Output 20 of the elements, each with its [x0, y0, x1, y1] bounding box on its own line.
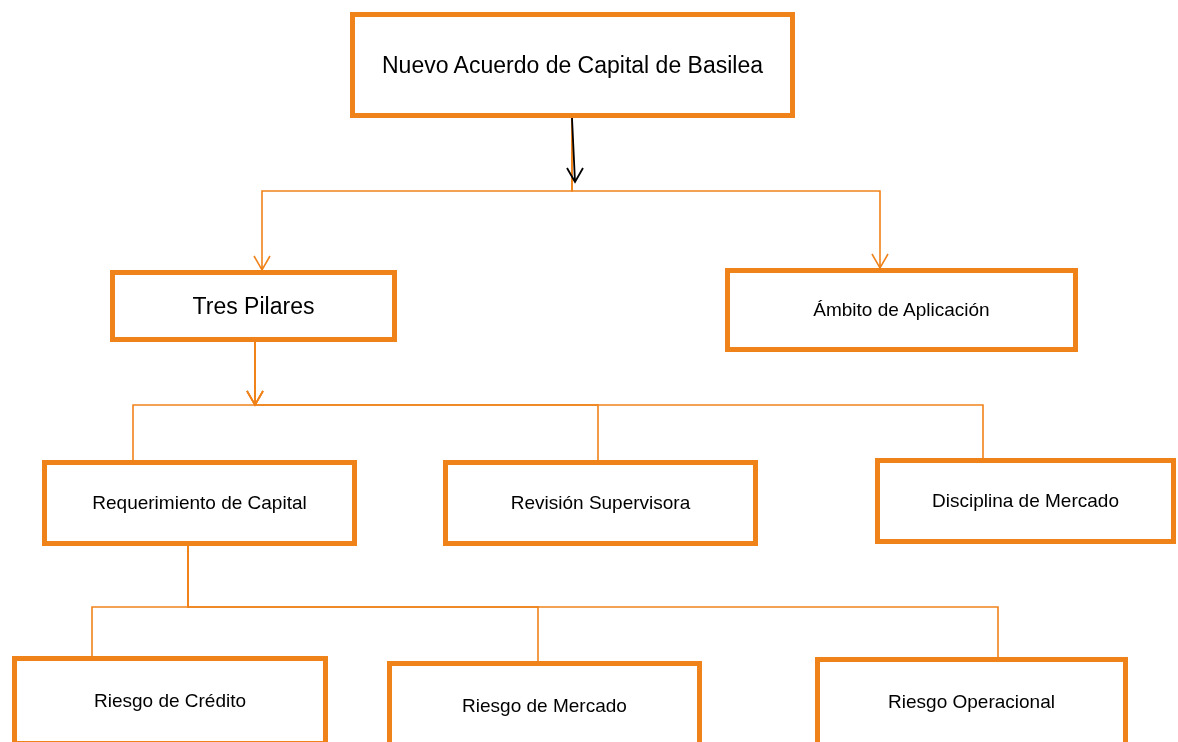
- box-label: Riesgo de Crédito: [93, 689, 247, 713]
- connector-arrow: [246, 341, 984, 459]
- box-label: Ámbito de Aplicación: [813, 298, 990, 322]
- box-label: Tres Pilares: [192, 291, 315, 321]
- process-box: [815, 657, 1128, 742]
- process-box: [387, 661, 702, 742]
- process-box: [443, 460, 758, 546]
- box-label: Riesgo Operacional: [888, 690, 1055, 714]
- box-label: Revisión Supervisora: [510, 491, 691, 515]
- arrow: [566, 117, 584, 184]
- process-box: [110, 270, 397, 342]
- box-label: Riesgo de Mercado: [462, 694, 627, 718]
- box-label: Disciplina de Mercado: [932, 489, 1119, 513]
- box-label: Requerimiento de Capital: [92, 491, 307, 515]
- process-box: [350, 12, 795, 118]
- process-box: [725, 268, 1078, 352]
- box-label: Nuevo Acuerdo de Capital de Basilea: [382, 50, 763, 80]
- process-box: [42, 460, 357, 546]
- process-box: [875, 458, 1176, 544]
- process-box: [12, 656, 328, 742]
